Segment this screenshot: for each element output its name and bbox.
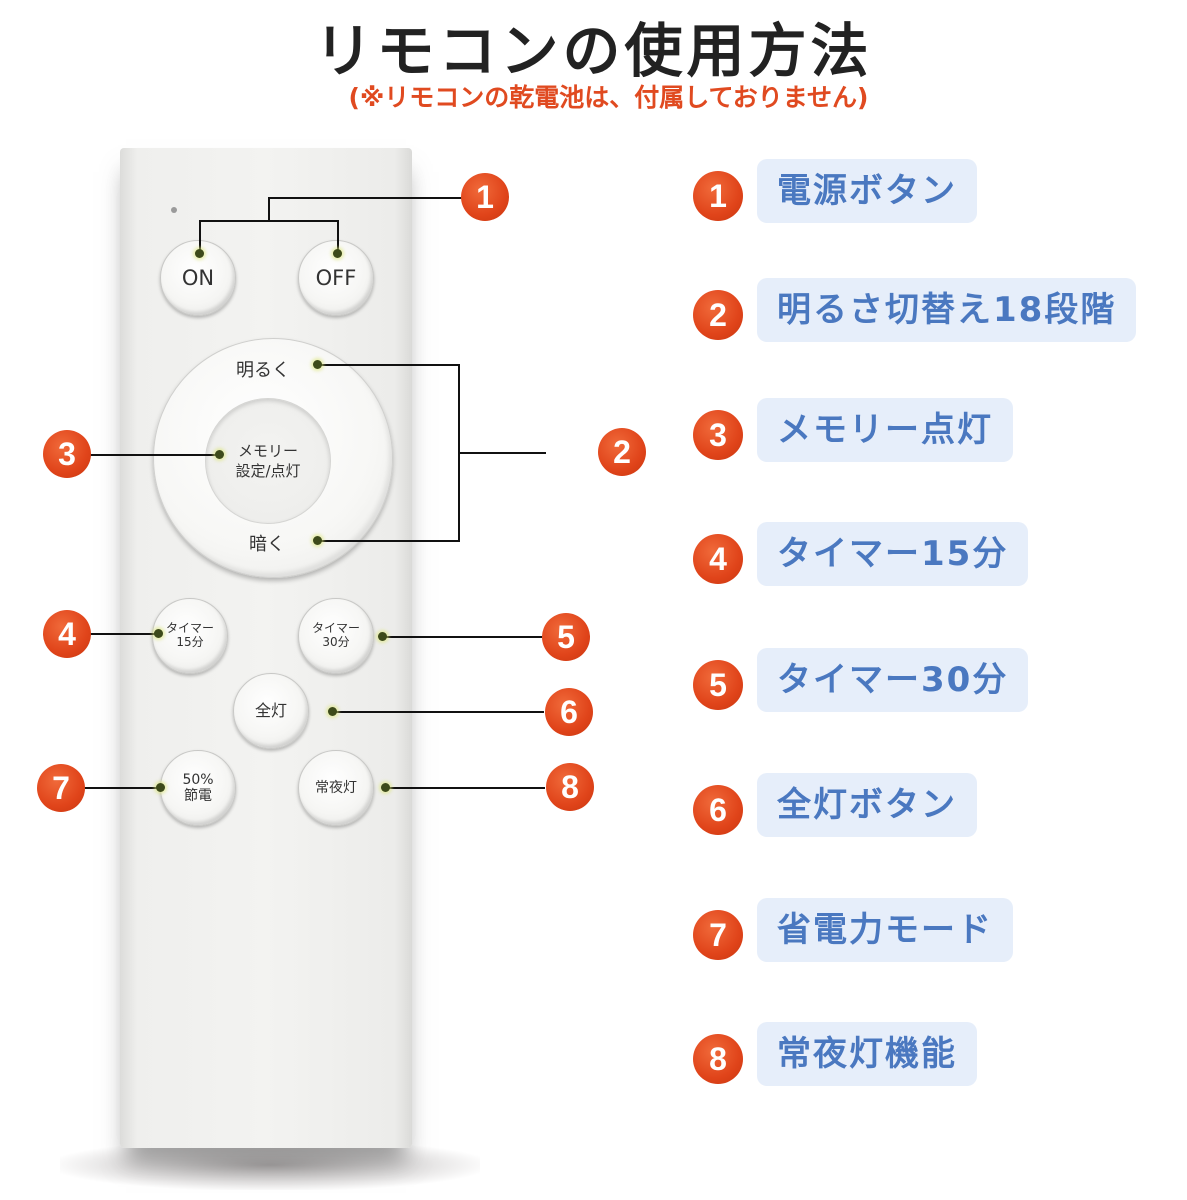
callout-line-1-stem	[268, 197, 270, 221]
brightness-dial[interactable]	[153, 338, 393, 578]
page-title: リモコンの使用方法	[314, 17, 873, 85]
callout-dot-timer30	[378, 632, 387, 641]
all-light-label: 全灯	[254, 700, 287, 720]
ir-led-indicator	[171, 207, 177, 213]
legend-label: 常夜灯機能	[757, 1022, 977, 1086]
legend-badge: 4	[693, 534, 743, 584]
legend-label: タイマー15分	[757, 522, 1029, 586]
callout-dot-darker	[313, 536, 322, 545]
callout-line-1-on	[199, 220, 201, 253]
callout-dot-off	[333, 249, 342, 258]
memory-button-line2: 設定/点灯	[235, 462, 301, 480]
callout-line-2-lead	[458, 452, 546, 454]
legend-badge: 3	[693, 410, 743, 460]
legend-label: 明るさ切替え18段階	[757, 278, 1137, 342]
timer-30-line2: 30分	[322, 635, 350, 649]
callout-dot-night-light	[381, 783, 390, 792]
callout-line-3	[90, 454, 220, 456]
timer-30-button[interactable]: タイマー 30分	[298, 598, 374, 674]
legend-badge: 2	[693, 290, 743, 340]
all-light-button[interactable]: 全灯	[233, 673, 309, 749]
battery-note: (※リモコンの乾電池は、付属しておりません)	[348, 83, 869, 112]
legend-label: タイマー30分	[757, 648, 1029, 712]
memory-button[interactable]: メモリー 設定/点灯	[205, 398, 331, 524]
callout-line-2-bottom	[318, 540, 460, 542]
off-button-label: OFF	[315, 265, 357, 290]
callout-badge-5: 5	[542, 613, 590, 661]
callout-dot-eco	[156, 783, 165, 792]
callout-badge-8: 8	[546, 763, 594, 811]
callout-dot-on	[195, 249, 204, 258]
callout-badge-3: 3	[43, 430, 91, 478]
callout-dot-all-light	[328, 707, 337, 716]
callout-line-1-off	[337, 220, 339, 253]
eco-mode-line1: 50%	[182, 771, 214, 788]
timer-30-line1: タイマー	[311, 621, 360, 636]
timer-15-line1: タイマー	[165, 621, 214, 636]
callout-badge-1: 1	[461, 173, 509, 221]
callout-line-4	[88, 633, 158, 635]
callout-line-7	[84, 787, 160, 789]
legend-label: 全灯ボタン	[757, 773, 977, 837]
legend-badge: 5	[693, 660, 743, 710]
callout-line-1-lead	[268, 197, 463, 199]
eco-mode-button[interactable]: 50% 節電	[160, 750, 236, 826]
callout-line-2-top	[318, 364, 460, 366]
callout-dot-memory	[215, 450, 224, 459]
callout-badge-7: 7	[37, 764, 85, 812]
callout-line-1-bracket	[199, 220, 339, 222]
callout-badge-4: 4	[43, 610, 91, 658]
callout-badge-2: 2	[598, 428, 646, 476]
eco-mode-line2: 節電	[184, 788, 212, 804]
on-button[interactable]: ON	[160, 240, 236, 316]
callout-line-8	[385, 787, 545, 789]
callout-line-5	[382, 636, 542, 638]
timer-15-line2: 15分	[176, 635, 204, 649]
legend-label: 省電力モード	[757, 898, 1013, 962]
remote-shadow	[60, 1140, 480, 1190]
legend-label: メモリー点灯	[757, 398, 1013, 462]
memory-button-line1: メモリー	[237, 441, 298, 460]
legend-badge: 1	[693, 171, 743, 221]
brighter-button[interactable]: 明るく	[236, 360, 290, 381]
night-light-label: 常夜灯	[315, 779, 357, 796]
callout-dot-timer15	[154, 629, 163, 638]
darker-button[interactable]: 暗く	[249, 534, 285, 555]
night-light-button[interactable]: 常夜灯	[298, 750, 374, 826]
on-button-label: ON	[181, 265, 215, 290]
legend-label: 電源ボタン	[757, 159, 977, 223]
callout-badge-6: 6	[545, 688, 593, 736]
callout-line-6	[332, 711, 544, 713]
legend-badge: 7	[693, 910, 743, 960]
legend-badge: 6	[693, 785, 743, 835]
legend-badge: 8	[693, 1034, 743, 1084]
timer-15-button[interactable]: タイマー 15分	[152, 598, 228, 674]
callout-dot-brighter	[313, 360, 322, 369]
